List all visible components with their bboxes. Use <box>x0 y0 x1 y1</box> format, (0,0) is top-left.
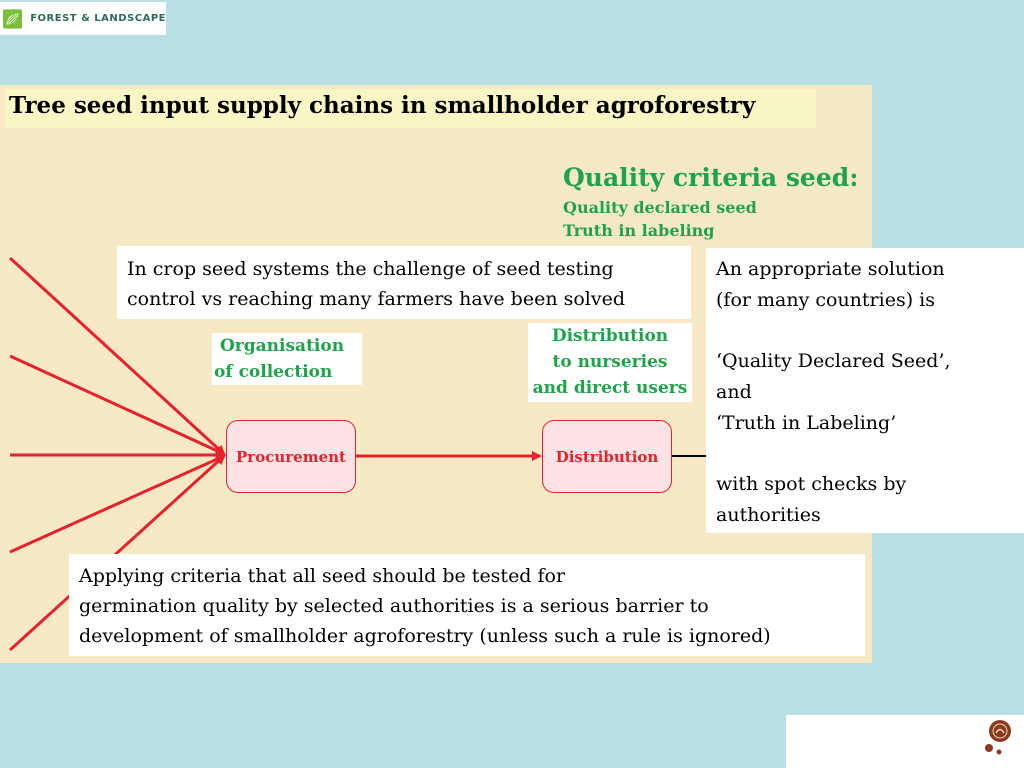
input-arrow-2 <box>9 354 226 456</box>
procurement-node: Procurement <box>226 420 356 493</box>
university-seal-icon <box>985 720 1011 755</box>
logo-text: FOREST & LANDSCAPE <box>30 13 166 24</box>
input-arrow-1 <box>8 256 226 456</box>
crop-seed-systems-box: In crop seed systems the challenge of se… <box>117 246 691 319</box>
organisation-of-collection-label: Organisation of collection <box>212 333 362 385</box>
input-arrow-5 <box>8 454 226 652</box>
quality-criteria-heading: Quality criteria seed: <box>563 163 859 192</box>
university-logo-box <box>786 715 1024 768</box>
barrier-box: Applying criteria that all seed should b… <box>69 554 865 656</box>
forest-landscape-logo: FOREST & LANDSCAPE <box>0 2 166 35</box>
leaf-grid-logo-icon <box>3 8 23 29</box>
slide-title: Tree seed input supply chains in smallho… <box>9 92 756 119</box>
quality-item-declared-seed: Quality declared seed <box>563 198 757 217</box>
input-arrow-4 <box>9 454 226 554</box>
title-band <box>5 89 816 128</box>
solution-box: An appropriate solution (for many countr… <box>706 248 1024 533</box>
distribution-node: Distribution <box>542 420 672 493</box>
distribution-users-label: Distribution to nurseries and direct use… <box>528 323 692 402</box>
quality-item-truth-labeling: Truth in labeling <box>563 221 715 240</box>
